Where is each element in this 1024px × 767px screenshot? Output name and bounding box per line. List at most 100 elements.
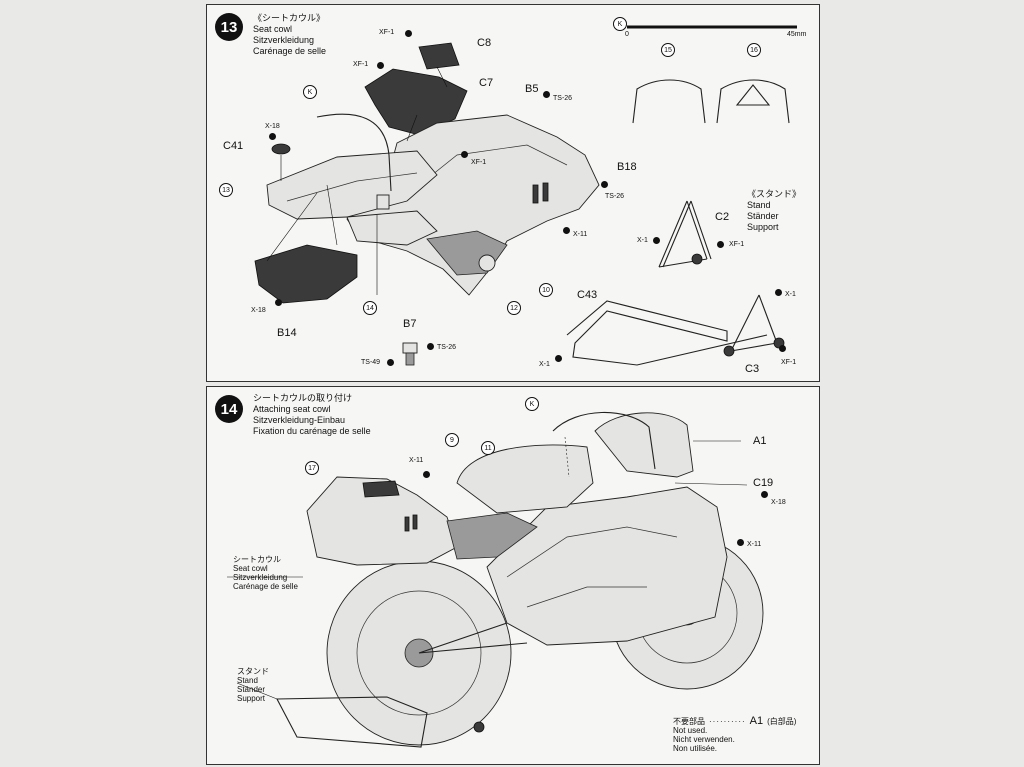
part-c8-shape	[418, 42, 460, 70]
paint-dot-icon	[563, 227, 570, 234]
stand-title-en: Stand	[747, 200, 771, 210]
not-used-part: A1	[749, 715, 764, 727]
paint-dot-icon	[555, 355, 562, 362]
stand-label-jp: スタンド	[237, 667, 269, 676]
paint-dot-icon	[653, 237, 660, 244]
scale-start: 0	[625, 31, 629, 38]
stand-c43-frame	[566, 300, 768, 366]
paint-dot-icon	[269, 133, 276, 140]
paint-dot-icon	[461, 151, 468, 158]
sponsor-logo-mark	[478, 254, 496, 272]
dotted-leader: ··········	[709, 717, 746, 726]
callout-13: 13	[219, 183, 233, 197]
paint-dot-icon	[543, 91, 550, 98]
cable-k	[316, 113, 392, 192]
paint-dot-icon	[405, 30, 412, 37]
scale-callout-k: K	[613, 17, 627, 31]
template-callout-16: 16	[747, 43, 761, 57]
paint-dot-icon	[779, 345, 786, 352]
stand-c3-frame	[730, 294, 778, 352]
paint-label: X-18	[265, 123, 280, 130]
step-title-de: Sitzverkleidung	[253, 35, 315, 45]
stand-title-de: Ständer	[747, 211, 779, 221]
template-15-shape	[632, 79, 706, 124]
paint-label: X-11	[573, 231, 588, 238]
part-label-c8: C8	[477, 37, 492, 49]
callout-11: 11	[481, 441, 495, 455]
step-13-panel: 13 《シートカウル》 Seat cowl Sitzverkleidung Ca…	[206, 4, 820, 382]
callout-14: 14	[363, 301, 377, 315]
stand-title: 《スタンド》 Stand Ständer Support	[747, 189, 801, 233]
template-16-shape	[716, 79, 790, 124]
part-c7-shape	[364, 68, 468, 136]
part-label-c2: C2	[715, 211, 730, 223]
step-title-fr: Fixation du carénage de selle	[253, 426, 371, 436]
seat-cowl-panel	[446, 512, 538, 560]
part-b7-shape	[346, 210, 438, 246]
seat-cowl-assembly-drawing	[254, 25, 797, 366]
seat-cowl-label: シートカウル Seat cowl Sitzverkleidung Carénag…	[233, 555, 298, 591]
step-title: 《シートカウル》 Seat cowl Sitzverkleidung Carén…	[253, 13, 326, 57]
step-title-fr: Carénage de selle	[253, 46, 327, 56]
part-label-b5: B5	[525, 83, 539, 95]
paint-label: XF-1	[353, 61, 369, 68]
fuel-tank	[456, 444, 594, 514]
motorcycle-drawing	[227, 411, 764, 748]
template-callout-15: 15	[661, 43, 675, 57]
not-used-en: Not used.	[673, 726, 708, 735]
step-number: 13	[215, 13, 243, 41]
stand-wheel	[473, 721, 485, 733]
part-label-c3: C3	[745, 363, 760, 375]
not-used-note: 不要部品 ·········· A1 (白部品) Not used. Nicht…	[673, 715, 797, 754]
stand-wheel	[691, 253, 703, 265]
step-number: 14	[215, 395, 243, 423]
part-label-b7: B7	[403, 318, 417, 330]
swingarm	[418, 622, 528, 654]
cable-k	[552, 411, 656, 470]
vent-slot	[532, 184, 539, 204]
stand-title-jp: 《スタンド》	[747, 189, 802, 199]
paint-dot-icon	[601, 181, 608, 188]
paint-label: X-1	[539, 361, 550, 368]
not-used-row: 不要部品 ·········· A1 (白部品)	[673, 715, 797, 727]
callout-12: 12	[507, 301, 521, 315]
frame-detail-lines	[506, 526, 678, 608]
rear-rim	[356, 590, 482, 716]
scale-end: 45mm	[787, 31, 807, 38]
part-b5-shape	[266, 150, 438, 220]
paint-label: TS-26	[437, 344, 457, 351]
paint-label: TS-26	[553, 95, 573, 102]
template-16-triangle	[735, 84, 771, 106]
mounting-pin	[376, 194, 390, 210]
paint-label: XF-1	[379, 29, 395, 36]
vent-slot	[412, 514, 418, 530]
paint-dot-icon	[423, 471, 430, 478]
callout-k: K	[525, 397, 539, 411]
stand-label-fr: Support	[237, 694, 266, 703]
paint-label: XF-1	[781, 359, 797, 366]
b5-detail-line	[286, 172, 418, 202]
stand-label-en: Stand	[237, 676, 258, 685]
seat-cowl-label-en: Seat cowl	[233, 564, 268, 573]
part-c41-shape	[271, 143, 291, 155]
assembly-guide-line	[564, 436, 570, 478]
seat-cowl-label-fr: Carénage de selle	[233, 582, 298, 591]
paint-dot-icon	[717, 241, 724, 248]
seat-cowl-label-jp: シートカウル	[233, 555, 281, 564]
callout-17: 17	[305, 461, 319, 475]
stand-c2-frame-inner	[662, 200, 712, 268]
part-a1-cowl	[594, 412, 694, 478]
step-title-en: Attaching seat cowl	[253, 404, 331, 414]
seat-cowl-dark-stripe	[362, 480, 400, 498]
stand-label-de: Ständer	[237, 685, 266, 694]
pin-detail-base	[405, 352, 415, 366]
part-label-b14: B14	[277, 327, 297, 339]
step-14-panel: 14 シートカウルの取り付け Attaching seat cowl Sitzv…	[206, 386, 820, 765]
part-label-c19: C19	[753, 477, 774, 489]
not-used-fr: Non utilisée.	[673, 744, 718, 753]
step-title-de: Sitzverkleidung-Einbau	[253, 415, 346, 425]
paint-label: X-11	[747, 541, 762, 548]
part-label-c7: C7	[479, 77, 494, 89]
paint-label: X-1	[637, 237, 648, 244]
not-used-part-note: (白部品)	[767, 717, 797, 726]
